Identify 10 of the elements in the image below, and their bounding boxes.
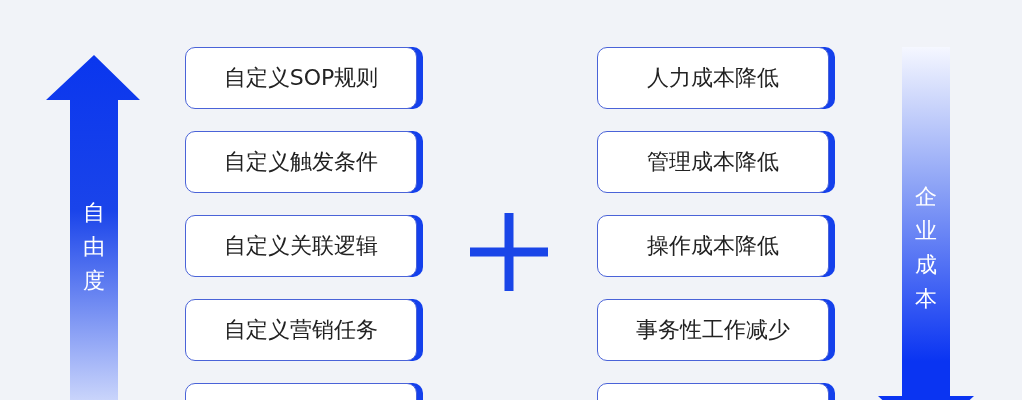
- box-label: 操作成本降低: [647, 232, 779, 260]
- box-label: 事务性工作减少: [636, 316, 790, 344]
- box-label: 自定义关联逻辑: [224, 232, 378, 260]
- box-label: 自定义SOP规则: [223, 64, 379, 92]
- box-label: 管理成本降低: [647, 148, 779, 176]
- box-label: 自定义触发条件: [224, 148, 378, 176]
- axis-label: 企业成本: [914, 183, 938, 313]
- axis-label: 自由度: [82, 199, 106, 295]
- box-label: 人力成本降低: [647, 64, 779, 92]
- box-label: 自定义营销任务: [224, 316, 378, 344]
